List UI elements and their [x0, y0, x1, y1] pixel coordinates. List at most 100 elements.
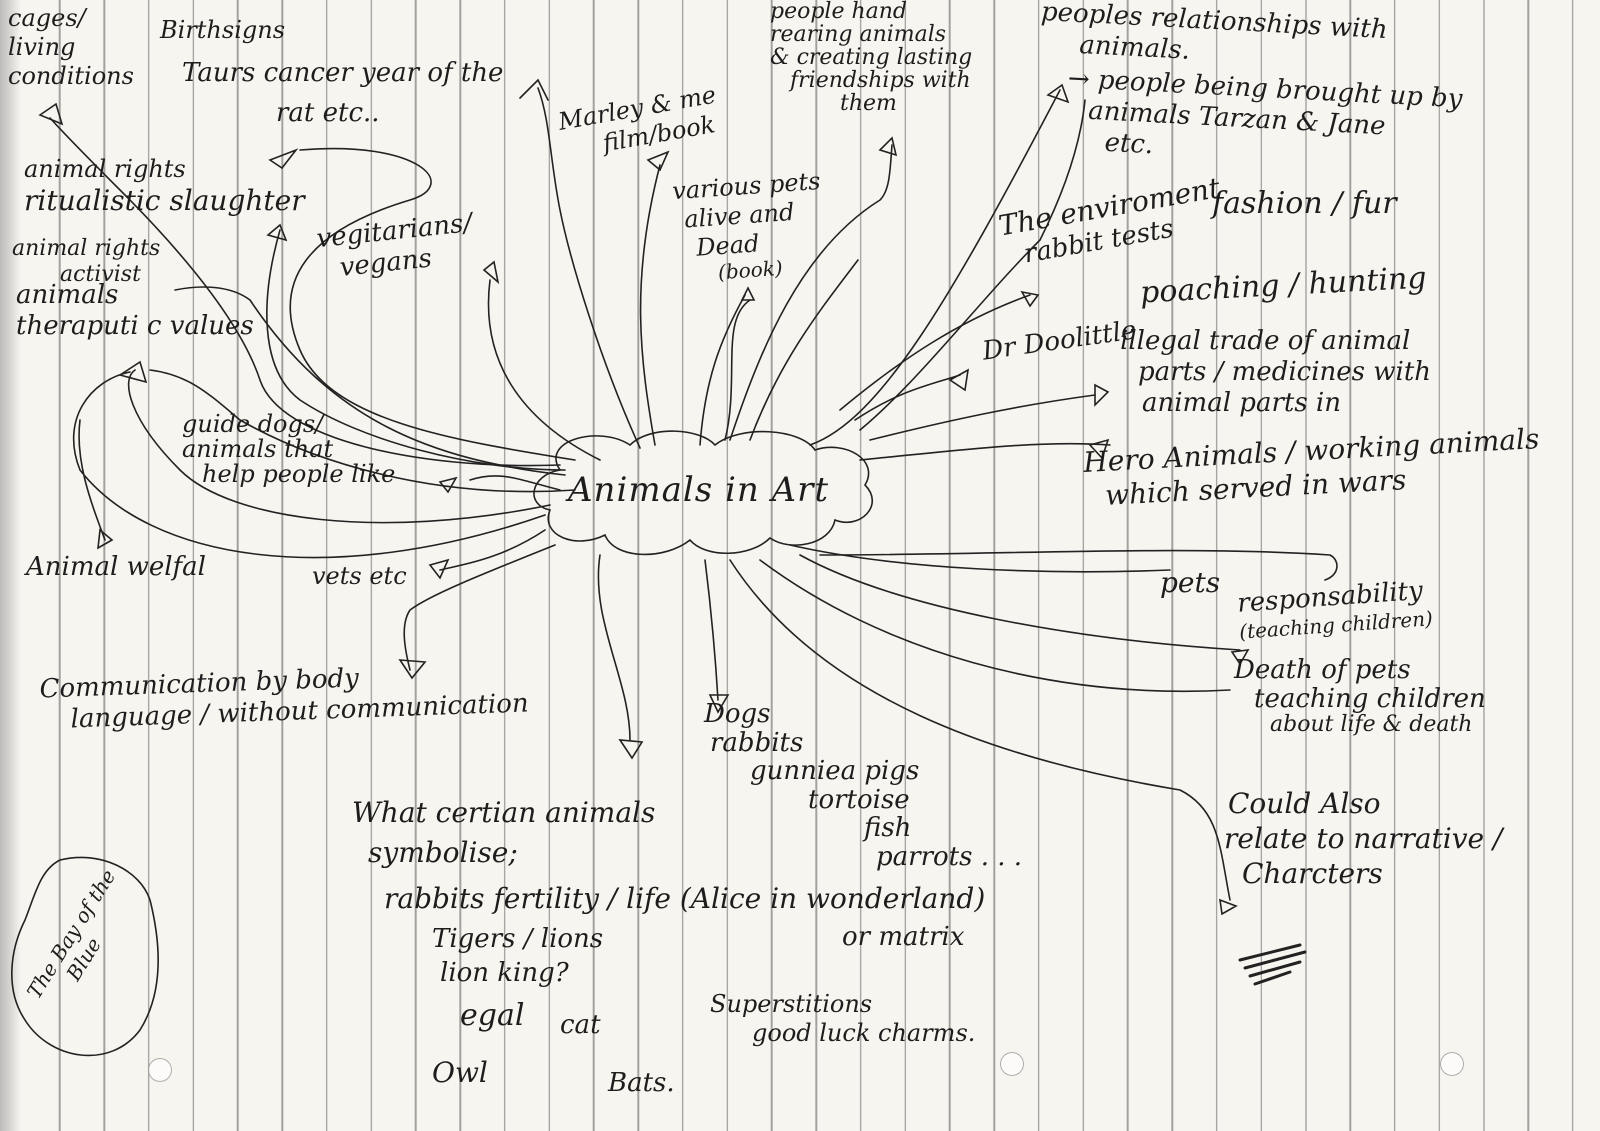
link-responsibility — [799, 554, 1241, 651]
node-cages-line: conditions — [8, 61, 134, 90]
node-pet-list-item: gunniea pigs — [750, 756, 920, 787]
bay-outline — [11, 856, 159, 1057]
link-pet-list — [704, 559, 719, 701]
node-birthsigns-title: Birthsigns — [160, 16, 286, 44]
central-cloud — [533, 430, 873, 556]
node-symbolism-lion-king: lion king? — [440, 958, 569, 988]
node-symbolism-cat: cat — [560, 1010, 601, 1040]
node-symbolism-tigers: Tigers / lions — [432, 924, 604, 954]
link-marley — [537, 87, 641, 449]
node-illegal-trade: illegal trade of animal parts / medicine… — [1120, 326, 1431, 420]
node-activist-line: animal rights — [12, 236, 161, 261]
node-hand-rearing-line: people hand — [770, 0, 908, 24]
binder-hole — [1440, 1052, 1464, 1076]
link-communication — [403, 544, 556, 671]
link-hero — [859, 442, 1111, 461]
link-symbolism — [597, 554, 631, 741]
node-symbolism-owl: Owl — [432, 1056, 488, 1089]
node-pet-list-item: tortoise — [808, 784, 910, 815]
node-birthsigns-line: rat etc.. — [276, 98, 380, 128]
link-relationships — [809, 89, 1061, 446]
link-pets-book-2 — [724, 299, 751, 441]
node-cages-line: living — [8, 32, 76, 61]
node-superstitions-line: Superstitions — [710, 990, 873, 1018]
node-rights-line: animal rights — [24, 155, 186, 183]
node-superstitions-line: good luck charms. — [752, 1018, 976, 1047]
link-slaughter — [266, 229, 566, 471]
link-hand-rearing-2 — [749, 259, 859, 441]
node-rights-line: ritualistic slaughter — [24, 183, 305, 217]
node-welfare: Animal welfal — [26, 552, 206, 582]
link-hand-rearing — [729, 144, 893, 441]
link-dolittle — [854, 374, 961, 421]
node-hand-rearing-line: & creating lasting — [770, 45, 973, 71]
node-hand-rearing-line: rearing animals — [770, 22, 947, 48]
node-hand-rearing-line: them — [840, 91, 897, 117]
node-illegal-line: parts / medicines with — [1138, 357, 1432, 388]
scribble-mark — [1238, 943, 1307, 986]
node-activist: animal rights activist — [12, 236, 160, 289]
node-therapeutic: animals theraputi c values — [16, 280, 254, 342]
link-therapeutic — [149, 369, 576, 493]
binder-hole — [1000, 1052, 1024, 1076]
node-death-line: Death of pets — [1234, 655, 1411, 685]
node-narrative-line: Charcters — [1242, 857, 1383, 890]
node-guide-line: help people like — [202, 460, 396, 489]
node-symbolism-matrix: or matrix — [842, 922, 965, 952]
link-birthsigns — [289, 147, 576, 461]
node-death-line: about life & death — [1270, 712, 1473, 738]
node-pet-list: Dogs rabbits gunniea pigs tortoise fish … — [704, 700, 1022, 872]
node-guide-line: guide dogs/ — [182, 410, 324, 438]
node-narrative-line: Could Also — [1228, 787, 1381, 820]
node-death-of-pets: Death of pets teaching children about li… — [1234, 656, 1486, 737]
link-environment — [839, 294, 1031, 411]
node-death-line: teaching children — [1254, 683, 1486, 714]
link-cages — [49, 117, 561, 467]
node-cages: cages/ living conditions — [8, 4, 134, 90]
binder-hole — [148, 1058, 172, 1082]
node-various-pets: various pets alive and Dead (book) — [671, 167, 827, 287]
node-therapeutic-line: theraputi c values — [16, 311, 254, 342]
link-welfare — [127, 369, 551, 524]
node-fashion: fashion / fur — [1212, 186, 1397, 221]
link-pets — [789, 544, 1171, 573]
node-hand-rearing-line: friendships with — [790, 68, 971, 94]
node-activist-line: activist — [60, 262, 141, 288]
link-narrative — [729, 559, 1231, 901]
node-symbolism-rabbits: rabbits fertility / life (Alice in wonde… — [384, 882, 986, 915]
node-birthsigns-line: Taurs cancer year of the — [182, 58, 504, 88]
node-therapeutic-line: animals — [16, 280, 119, 310]
link-death — [759, 559, 1231, 693]
node-illegal-line: illegal trade of animal — [1120, 326, 1411, 356]
node-narrative: Could Also relate to narrative / Charcte… — [1224, 786, 1502, 891]
node-rights-slaughter: animal rights ritualistic slaughter — [24, 155, 305, 217]
node-pet-list-item: parrots . . . — [876, 841, 1023, 872]
node-hand-rearing: people hand rearing animals & creating l… — [770, 0, 972, 115]
node-symbolism-subtitle: symbolise; — [368, 836, 518, 869]
node-vets: vets etc — [312, 562, 407, 590]
central-topic: Animals in Art — [568, 470, 830, 510]
node-pets: pets — [1160, 566, 1221, 599]
link-pets-book — [699, 294, 746, 446]
node-narrative-line: relate to narrative / — [1224, 822, 1503, 855]
node-guide-dogs: guide dogs/ animals that help people lik… — [182, 410, 396, 489]
node-superstitions: Superstitions good luck charms. — [710, 990, 975, 1048]
arrowheads — [38, 78, 1250, 916]
link-raised — [859, 99, 1086, 431]
node-pet-list-item: rabbits — [710, 727, 804, 758]
link-vets — [439, 529, 546, 571]
link-guide-dogs — [469, 475, 561, 491]
link-illegal — [869, 394, 1096, 441]
node-guide-line: animals that — [182, 435, 334, 464]
link-activist — [174, 286, 566, 476]
link-vegetarians — [487, 279, 601, 461]
node-pet-list-item: Dogs — [704, 699, 771, 729]
node-pet-list-item: fish — [864, 813, 912, 844]
node-symbolism-bats: Bats. — [608, 1068, 675, 1098]
node-cages-line: cages/ — [8, 4, 86, 32]
node-symbolism-title: What certian animals — [352, 796, 656, 829]
link-welfare-2 — [72, 371, 546, 559]
link-hero-2 — [819, 549, 1338, 581]
node-illegal-line: animal parts in — [1142, 388, 1341, 419]
